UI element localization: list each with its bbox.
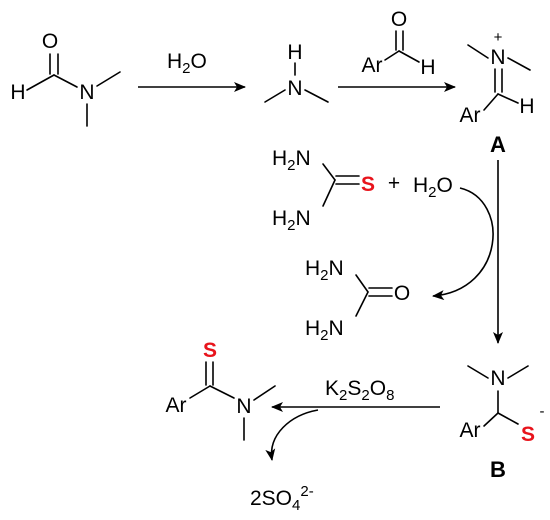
iminium-ch-bond (497, 93, 519, 104)
thiolate-methyl-2 (507, 365, 529, 379)
plus-sign: + (388, 172, 400, 195)
aldehyde-molecule: O Ar H (362, 8, 436, 79)
urea-oxygen: O (394, 282, 410, 305)
urea-nh2-top: H2N (305, 257, 344, 284)
dimethylamine-molecule: H N (264, 41, 329, 103)
product-n-methyl-1 (253, 385, 276, 401)
dmf-oxygen: O (42, 30, 58, 53)
thiolate-intermediate-b: N Ar S - B (460, 365, 545, 482)
dmf-molecule: O H N (10, 30, 121, 127)
product-nitrogen: N (236, 395, 251, 418)
iminium-plus: + (494, 29, 503, 46)
dmf-n-methyl-1 (96, 71, 121, 87)
thiourea-sulfur: S (361, 173, 375, 196)
urea-nh2-bottom: H2N (305, 317, 344, 344)
dmf-cn-bond (53, 74, 78, 88)
thiolate-nitrogen: N (490, 367, 505, 390)
persulfate-label: K2S2O8 (325, 377, 394, 404)
iminium-methyl-2 (507, 57, 531, 71)
product-cn-bond (209, 385, 235, 399)
thiourea-cn-bond-1 (322, 163, 336, 181)
thiolate-methyl-1 (467, 365, 489, 379)
thiourea-cn-bond-2 (322, 179, 336, 207)
water-label-reagent: H2O (413, 174, 453, 201)
sulfate-curved-arrow (265, 409, 319, 461)
urea-molecule: H2N H2N O (305, 257, 410, 344)
iminium-ar-bond (483, 93, 499, 111)
iminium-hydrogen: H (519, 95, 534, 118)
intermediate-b-label: B (490, 457, 506, 482)
thioamide-product: S Ar N (166, 339, 276, 441)
thiolate-cs-bond (497, 412, 519, 425)
thiolate-ar: Ar (460, 419, 481, 442)
thiolate-minus: - (540, 403, 545, 420)
dimethylamine-hydrogen: H (287, 41, 302, 64)
intermediate-a-label: A (490, 132, 506, 157)
aldehyde-ar-bond (384, 50, 400, 61)
dimethylamine-nitrogen: N (287, 77, 302, 100)
dmf-hydrogen: H (10, 81, 25, 104)
dimethylamine-methyl-2 (304, 89, 329, 103)
dmf-ch-bond (26, 74, 55, 91)
water-to-urea-curved-arrow (432, 187, 494, 301)
water-label-top: H2O (167, 50, 207, 77)
sulfate-label: 2SO42- (250, 483, 314, 514)
dmf-nitrogen: N (79, 81, 94, 104)
aldehyde-oxygen: O (391, 8, 407, 31)
thiourea-molecule: H2N H2N S (272, 147, 375, 234)
urea-cn-bond-2 (355, 291, 369, 317)
thiourea-nh2-top: H2N (272, 147, 311, 174)
thiolate-sulfur: S (521, 423, 535, 446)
thiolate-ar-bond (483, 412, 499, 427)
urea-cn-bond-1 (355, 274, 369, 293)
iminium-methyl-1 (467, 44, 489, 59)
thiourea-nh2-bottom: H2N (272, 207, 311, 234)
product-sulfur: S (203, 339, 217, 362)
aldehyde-ar: Ar (362, 54, 383, 77)
product-ar-bond (189, 385, 211, 399)
product-ar: Ar (166, 394, 187, 417)
dimethylamine-methyl-1 (264, 89, 286, 103)
iminium-ar: Ar (460, 104, 481, 127)
iminium-nitrogen: N (490, 46, 505, 69)
iminium-intermediate-a: + N Ar H A (460, 29, 535, 157)
aldehyde-hydrogen: H (420, 56, 435, 79)
aldehyde-ch-bond (398, 50, 420, 63)
